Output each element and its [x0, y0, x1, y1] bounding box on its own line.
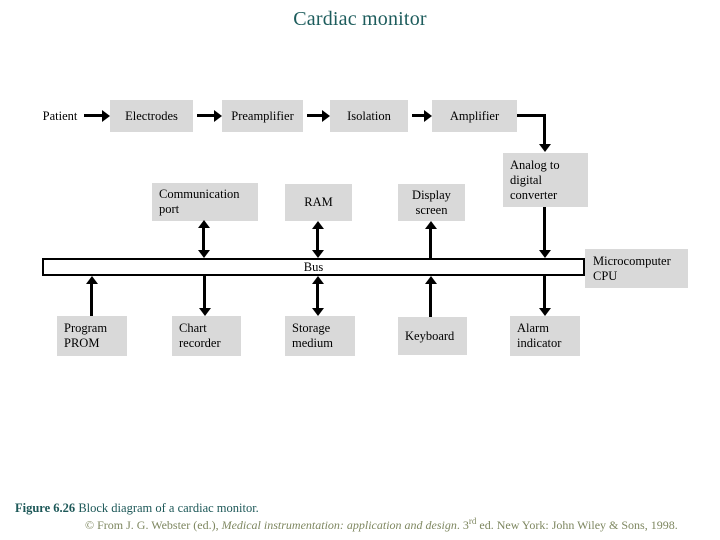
arrow-bus-to-display-screen — [424, 221, 437, 258]
credit-ordinal: rd — [468, 516, 477, 526]
credit-mid: . 3 — [456, 518, 469, 532]
node-program-prom: Program PROM — [57, 316, 127, 356]
arrow-ram-bus — [311, 221, 324, 258]
node-preamplifier: Preamplifier — [222, 100, 303, 132]
arrow-communication-port-bus — [197, 220, 210, 258]
arrow-program-prom-to-bus — [85, 276, 98, 316]
figure-number: Figure 6.26 — [15, 501, 76, 515]
page-title: Cardiac monitor — [293, 8, 427, 30]
arrow-isolation-to-amplifier — [412, 109, 432, 122]
node-adc: Analog to digital converter — [503, 153, 588, 207]
credit-book-title: Medical instrumentation: application and… — [221, 518, 457, 532]
arrow-keyboard-to-bus — [424, 276, 437, 317]
node-electrodes: Electrodes — [110, 100, 193, 132]
credit-prefix: © From J. G. Webster (ed.), — [85, 518, 222, 532]
figure-caption: Figure 6.26 Block diagram of a cardiac m… — [15, 501, 259, 516]
node-storage-medium: Storage medium — [285, 316, 355, 356]
arrow-bus-to-chart-recorder — [198, 276, 211, 316]
node-isolation: Isolation — [330, 100, 408, 132]
node-keyboard: Keyboard — [398, 317, 467, 355]
credit-suffix: ed. New York: John Wiley & Sons, 1998. — [476, 518, 678, 532]
arrow-adc-to-bus — [538, 207, 551, 258]
node-ram: RAM — [285, 184, 352, 221]
arrow-storage-medium-bus — [311, 276, 324, 316]
bus-bar: Bus — [42, 258, 585, 276]
figure-caption-text: Block diagram of a cardiac monitor. — [75, 501, 259, 515]
elbow-amplifier-horizontal — [517, 114, 546, 117]
arrow-patient-to-electrodes — [84, 109, 110, 122]
node-display-screen: Display screen — [398, 184, 465, 221]
node-alarm-indicator: Alarm indicator — [510, 316, 580, 356]
label-patient: Patient — [42, 108, 78, 123]
node-communication-port: Communication port — [152, 183, 258, 221]
arrow-amplifier-to-adc — [538, 114, 551, 152]
figure-credit: © From J. G. Webster (ed.), Medical inst… — [85, 516, 678, 533]
arrow-preamplifier-to-isolation — [307, 109, 330, 122]
node-amplifier: Amplifier — [432, 100, 517, 132]
arrow-bus-to-alarm-indicator — [538, 276, 551, 316]
arrow-electrodes-to-preamplifier — [197, 109, 222, 122]
node-microcomputer-cpu: Microcomputer CPU — [585, 249, 688, 288]
node-chart-recorder: Chart recorder — [172, 316, 241, 356]
